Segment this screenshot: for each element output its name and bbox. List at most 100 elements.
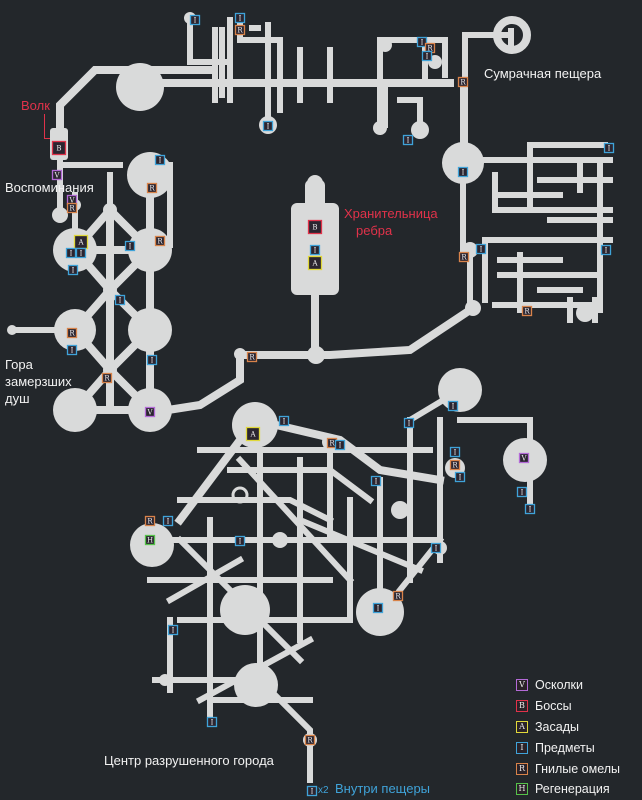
item-marker[interactable]: I bbox=[454, 471, 466, 483]
item-marker[interactable]: I bbox=[447, 400, 459, 412]
regeneration-icon: H bbox=[516, 783, 528, 796]
shard-marker[interactable]: V bbox=[144, 406, 156, 418]
legend-label-regeneration: Регенерация bbox=[535, 782, 610, 797]
marker-glyph: R bbox=[69, 330, 75, 338]
rotten-mistletoe-marker[interactable]: R bbox=[66, 327, 78, 339]
shard-marker[interactable]: V bbox=[51, 169, 63, 181]
item-marker[interactable]: I bbox=[449, 446, 461, 458]
marker-glyph: I bbox=[314, 247, 317, 255]
item-marker[interactable]: I bbox=[334, 439, 346, 451]
ambush-marker[interactable]: A bbox=[307, 255, 323, 271]
rotten-mistletoe-marker[interactable]: R bbox=[521, 305, 533, 317]
label-zamerzshikh: замерзших bbox=[5, 374, 72, 389]
rotten-mistletoe-marker[interactable]: R bbox=[392, 590, 404, 602]
item-marker[interactable]: I bbox=[234, 12, 246, 24]
item-marker[interactable]: I bbox=[114, 294, 126, 306]
boss-marker[interactable]: B bbox=[51, 140, 67, 156]
rotten-mistletoe-marker[interactable]: R bbox=[458, 251, 470, 263]
rotten-mistletoe-marker[interactable]: R bbox=[66, 202, 78, 214]
rotten-mistletoe-marker[interactable]: R bbox=[101, 372, 113, 384]
marker-glyph: R bbox=[157, 238, 163, 246]
item-icon: I bbox=[516, 741, 528, 754]
rotten-mistletoe-marker[interactable]: R bbox=[304, 734, 316, 746]
item-marker[interactable]: I bbox=[262, 120, 274, 132]
item-marker[interactable]: I bbox=[278, 415, 290, 427]
marker-glyph: A bbox=[77, 239, 84, 247]
marker-glyph: I bbox=[459, 474, 462, 482]
item-marker[interactable]: I bbox=[516, 486, 528, 498]
item-marker[interactable]: I bbox=[402, 134, 414, 146]
marker-glyph: I bbox=[211, 719, 214, 727]
ambush-marker[interactable]: A bbox=[73, 234, 89, 250]
marker-glyph: I bbox=[167, 518, 170, 526]
item-marker[interactable]: I bbox=[421, 50, 433, 62]
item-marker[interactable]: I bbox=[370, 475, 382, 487]
item-marker[interactable]: I bbox=[309, 244, 321, 256]
marker-glyph: I bbox=[421, 39, 424, 47]
marker-glyph: I bbox=[529, 506, 532, 514]
volk-leader-line bbox=[44, 114, 45, 138]
item-marker[interactable]: I bbox=[189, 14, 201, 26]
room bbox=[576, 304, 594, 322]
item-marker[interactable]: I bbox=[75, 247, 87, 259]
marker-glyph: I bbox=[339, 442, 342, 450]
rotten-mistletoe-marker[interactable]: R bbox=[449, 459, 461, 471]
item-marker[interactable]: I bbox=[124, 240, 136, 252]
item-marker[interactable]: I bbox=[306, 785, 318, 797]
item-marker[interactable]: I bbox=[457, 166, 469, 178]
item-marker[interactable]: I bbox=[475, 243, 487, 255]
legend-label-shards: Осколки bbox=[535, 678, 584, 693]
room bbox=[307, 346, 325, 364]
marker-glyph: R bbox=[147, 518, 153, 526]
room bbox=[465, 300, 481, 316]
item-marker[interactable]: I bbox=[234, 535, 246, 547]
map-legend: V Осколки B Боссы A Засады I Предметы R … bbox=[516, 675, 642, 800]
item-marker[interactable]: I bbox=[66, 344, 78, 356]
marker-glyph: I bbox=[605, 247, 608, 255]
regeneration-marker[interactable]: H bbox=[144, 534, 156, 546]
label-sumrachnaya-peshchera: Сумрачная пещера bbox=[484, 66, 602, 81]
ambush-marker[interactable]: A bbox=[245, 426, 261, 442]
rotten-mistletoe-marker[interactable]: R bbox=[154, 235, 166, 247]
marker-glyph: V bbox=[146, 409, 153, 417]
item-marker[interactable]: I bbox=[67, 264, 79, 276]
marker-glyph: V bbox=[520, 455, 527, 463]
room bbox=[373, 121, 387, 135]
label-volk: Волк bbox=[21, 98, 50, 113]
item-marker[interactable]: I bbox=[167, 624, 179, 636]
marker-glyph: R bbox=[524, 308, 530, 316]
pillar bbox=[330, 238, 334, 242]
legend-label-bosses: Боссы bbox=[535, 699, 572, 714]
item-marker[interactable]: I bbox=[154, 154, 166, 166]
item-marker[interactable]: I bbox=[65, 247, 77, 259]
boss-icon: B bbox=[516, 700, 528, 713]
rotten-mistletoe-marker[interactable]: R bbox=[144, 515, 156, 527]
pillar bbox=[296, 238, 300, 242]
marker-glyph: I bbox=[71, 347, 74, 355]
shard-marker[interactable]: V bbox=[518, 452, 530, 464]
item-marker[interactable]: I bbox=[603, 142, 615, 154]
item-marker[interactable]: I bbox=[372, 602, 384, 614]
item-marker[interactable]: I bbox=[600, 244, 612, 256]
legend-label-items: Предметы bbox=[535, 740, 595, 755]
boss-marker[interactable]: B bbox=[307, 219, 323, 235]
rotten-mistletoe-marker[interactable]: R bbox=[246, 351, 258, 363]
item-marker[interactable]: I bbox=[146, 354, 158, 366]
item-marker[interactable]: I bbox=[206, 716, 218, 728]
rotten-mistletoe-marker[interactable]: R bbox=[146, 182, 158, 194]
item-marker[interactable]: I bbox=[403, 417, 415, 429]
item-marker[interactable]: I bbox=[430, 542, 442, 554]
rotten-mistletoe-marker[interactable]: R bbox=[234, 24, 246, 36]
marker-glyph: R bbox=[149, 185, 155, 193]
rotten-mistletoe-marker[interactable]: R bbox=[457, 76, 469, 88]
marker-glyph: I bbox=[151, 357, 154, 365]
room bbox=[53, 388, 97, 432]
item-marker[interactable]: I bbox=[162, 515, 174, 527]
corridor bbox=[296, 516, 424, 574]
room bbox=[103, 203, 117, 217]
item-marker[interactable]: I bbox=[524, 503, 536, 515]
corridor bbox=[177, 497, 335, 525]
item-marker[interactable]: I bbox=[416, 36, 428, 48]
